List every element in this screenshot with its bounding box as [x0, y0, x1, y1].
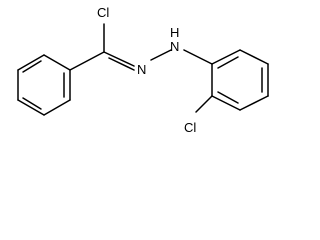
bond-nitrogen-ring — [183, 49, 213, 65]
bond-carbon-nitrogen — [103, 51, 135, 67]
bond — [211, 95, 241, 111]
nh-nitrogen-label: N — [170, 39, 179, 54]
bond-nitrogen-nitrogen — [150, 49, 172, 61]
bond — [43, 54, 71, 71]
imine-nitrogen-label: N — [137, 62, 146, 77]
aromatic-bond — [217, 91, 239, 104]
left-benzene-ring — [17, 54, 71, 116]
bond-ring-carbon — [69, 51, 105, 71]
bond-carbon-nitrogen-double — [108, 57, 135, 71]
bond — [17, 54, 45, 71]
bond-ring-chlorine — [195, 95, 213, 113]
right-benzene-ring — [211, 49, 269, 111]
aromatic-bond — [22, 60, 42, 73]
chemical-structure: Cl N H N Cl — [17, 5, 269, 135]
aromatic-bond — [22, 97, 42, 110]
bond — [239, 49, 269, 65]
nh-hydrogen-label: H — [170, 25, 179, 40]
bond — [211, 49, 241, 65]
bond — [17, 99, 45, 116]
chlorine-top-label: Cl — [97, 5, 109, 20]
bond — [239, 95, 269, 111]
chlorine-bottom-label: Cl — [184, 120, 196, 135]
aromatic-bond — [217, 56, 239, 69]
bond — [43, 99, 71, 116]
